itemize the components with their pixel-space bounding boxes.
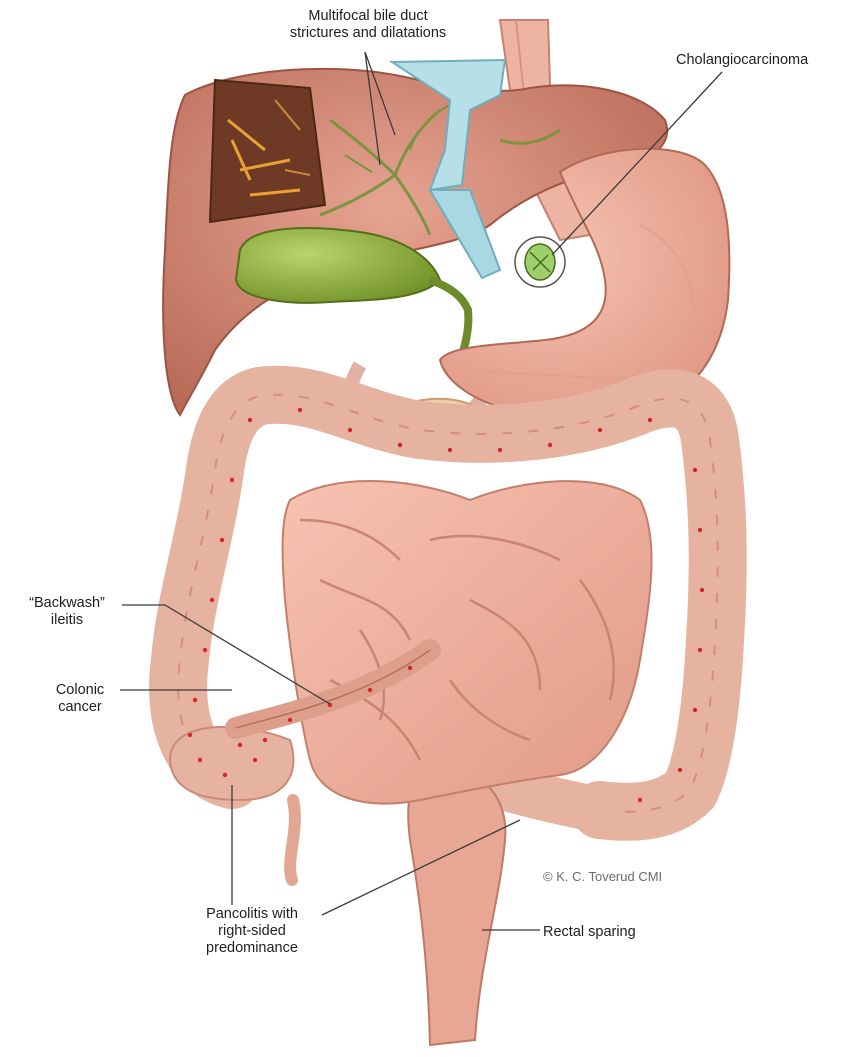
label-cholangiocarcinoma: Cholangiocarcinoma <box>676 52 808 69</box>
label-pancolitis: Pancolitis with right-sided predominance <box>182 906 322 957</box>
rectum <box>408 768 505 1045</box>
label-rectal-sparing: Rectal sparing <box>543 924 636 941</box>
label-colonic-line2: cancer <box>45 699 115 716</box>
label-rectal-sparing-text: Rectal sparing <box>543 924 636 941</box>
label-pancolitis-line2: right-sided <box>182 923 322 940</box>
tumor-inset <box>515 237 565 287</box>
label-colonic-cancer: Colonic cancer <box>45 682 115 716</box>
gallbladder <box>236 228 468 355</box>
label-backwash-line2: ileitis <box>22 612 112 629</box>
artist-credit: © K. C. Toverud CMI <box>543 868 662 885</box>
label-backwash-line1: “Backwash” <box>22 595 112 612</box>
label-bile-duct-line1: Multifocal bile duct <box>268 8 468 25</box>
artist-credit-text: © K. C. Toverud CMI <box>543 868 662 885</box>
small-intestine <box>283 481 652 804</box>
label-bile-duct-line2: strictures and dilatations <box>268 25 468 42</box>
label-cholangiocarcinoma-text: Cholangiocarcinoma <box>676 52 808 69</box>
label-bile-duct: Multifocal bile duct strictures and dila… <box>268 8 468 42</box>
label-pancolitis-line3: predominance <box>182 940 322 957</box>
label-pancolitis-line1: Pancolitis with <box>182 906 322 923</box>
label-backwash-ileitis: “Backwash” ileitis <box>22 595 112 629</box>
label-colonic-line1: Colonic <box>45 682 115 699</box>
